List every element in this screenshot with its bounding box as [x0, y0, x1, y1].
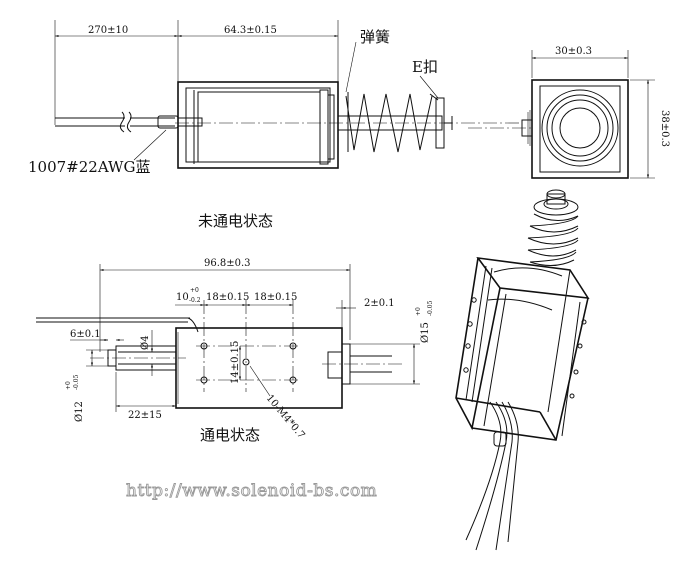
dim-body-length: 64.3±0.15	[224, 25, 277, 36]
energized-view	[36, 264, 420, 412]
end-view	[468, 50, 655, 179]
label-spring: 弹簧	[360, 28, 390, 46]
watermark-url: http://www.solenoid-bs.com	[126, 481, 377, 501]
dim-height: 38±0.3	[659, 110, 670, 147]
dim-shaft-protrusion: 22±15	[128, 410, 162, 421]
dim-plunger-dia: Ø15	[420, 322, 431, 343]
dim-hole-tol-top: +0	[190, 287, 199, 294]
dim-screw: 10-M4*0.7	[264, 393, 307, 441]
dim-lead-length: 270±10	[88, 25, 128, 36]
dim-overall-length: 96.8±0.3	[204, 258, 251, 269]
dim-bottom-tol-bot: -0.05	[73, 374, 80, 390]
dim-stroke: 2±0.1	[364, 298, 395, 309]
label-state-on: 通电状态	[200, 426, 260, 444]
dim-hole-vertical: 14±0.15	[230, 341, 241, 384]
dim-plunger-tol-bot: -0.05	[427, 300, 434, 316]
dim-width: 30±0.3	[555, 46, 592, 57]
dim-hole-pos: 10	[176, 292, 189, 303]
dim-shaft-dia: Ø4	[140, 335, 151, 350]
dim-bottom-dia: Ø12	[74, 401, 85, 422]
top-side-view	[54, 20, 520, 169]
dim-hole-spacing-1: 18±0.15	[206, 292, 249, 303]
dim-flange: 6±0.1	[70, 329, 101, 340]
dim-bottom-tol-top: +0	[65, 381, 72, 390]
label-wire-spec: 1007#22AWG蓝	[28, 158, 150, 176]
label-state-off: 未通电状态	[198, 212, 273, 230]
label-e-clip: E扣	[412, 58, 438, 76]
isometric-view	[455, 189, 590, 551]
dim-hole-spacing-2: 18±0.15	[254, 292, 297, 303]
dim-hole-tol-bot: -0.2	[189, 297, 201, 304]
dim-plunger-tol-top: +0	[415, 307, 422, 316]
